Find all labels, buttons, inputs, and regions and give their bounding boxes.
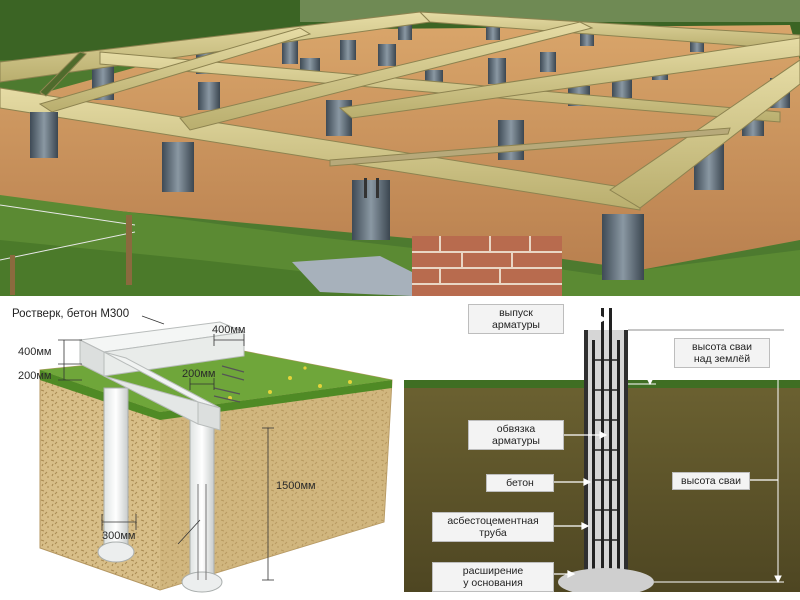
tarp: [292, 256, 412, 296]
foundation-photo-illustration: [0, 0, 800, 296]
stake: [10, 255, 15, 295]
timber-frame: [0, 11, 800, 211]
label-rebar-binding: обвязка арматуры: [468, 420, 564, 450]
label-rebar-outlet: выпуск арматуры: [468, 304, 564, 334]
stake: [126, 215, 132, 285]
dim-pile-depth: 1500мм: [276, 480, 316, 492]
brick-stack: [412, 236, 562, 296]
foundation-photo: [0, 0, 800, 296]
dim-base-width: 300мм: [102, 530, 136, 542]
grillage-illustration: [39, 315, 393, 593]
grillage-beam: [78, 321, 246, 431]
dim-top-width: 400мм: [212, 324, 246, 336]
label-asbestos-pipe: асбестоцементная труба: [432, 512, 554, 542]
label-height-above-ground: высота сваи над землёй: [674, 338, 770, 368]
piles-near: [30, 112, 644, 280]
height-dimensions: [628, 328, 784, 584]
dim-pile-width: 200мм: [182, 368, 216, 380]
grillage-diagram: Ростверк, бетон М300 400мм 200мм 400мм 2…: [0, 298, 398, 600]
piles: [97, 387, 223, 593]
label-concrete: бетон: [486, 474, 554, 492]
dim-beam-depth: 200мм: [18, 370, 52, 382]
dim-top-height: 400мм: [18, 346, 52, 358]
label-base-extension: расширение у основания: [432, 562, 554, 592]
dimension-lines: [58, 315, 274, 581]
grillage-title: Ростверк, бетон М300: [12, 308, 130, 320]
label-pile-height: высота сваи: [672, 472, 750, 490]
pile-section: [558, 308, 654, 592]
pile-section-diagram: выпуск арматуры высота сваи над землёй о…: [404, 300, 800, 592]
